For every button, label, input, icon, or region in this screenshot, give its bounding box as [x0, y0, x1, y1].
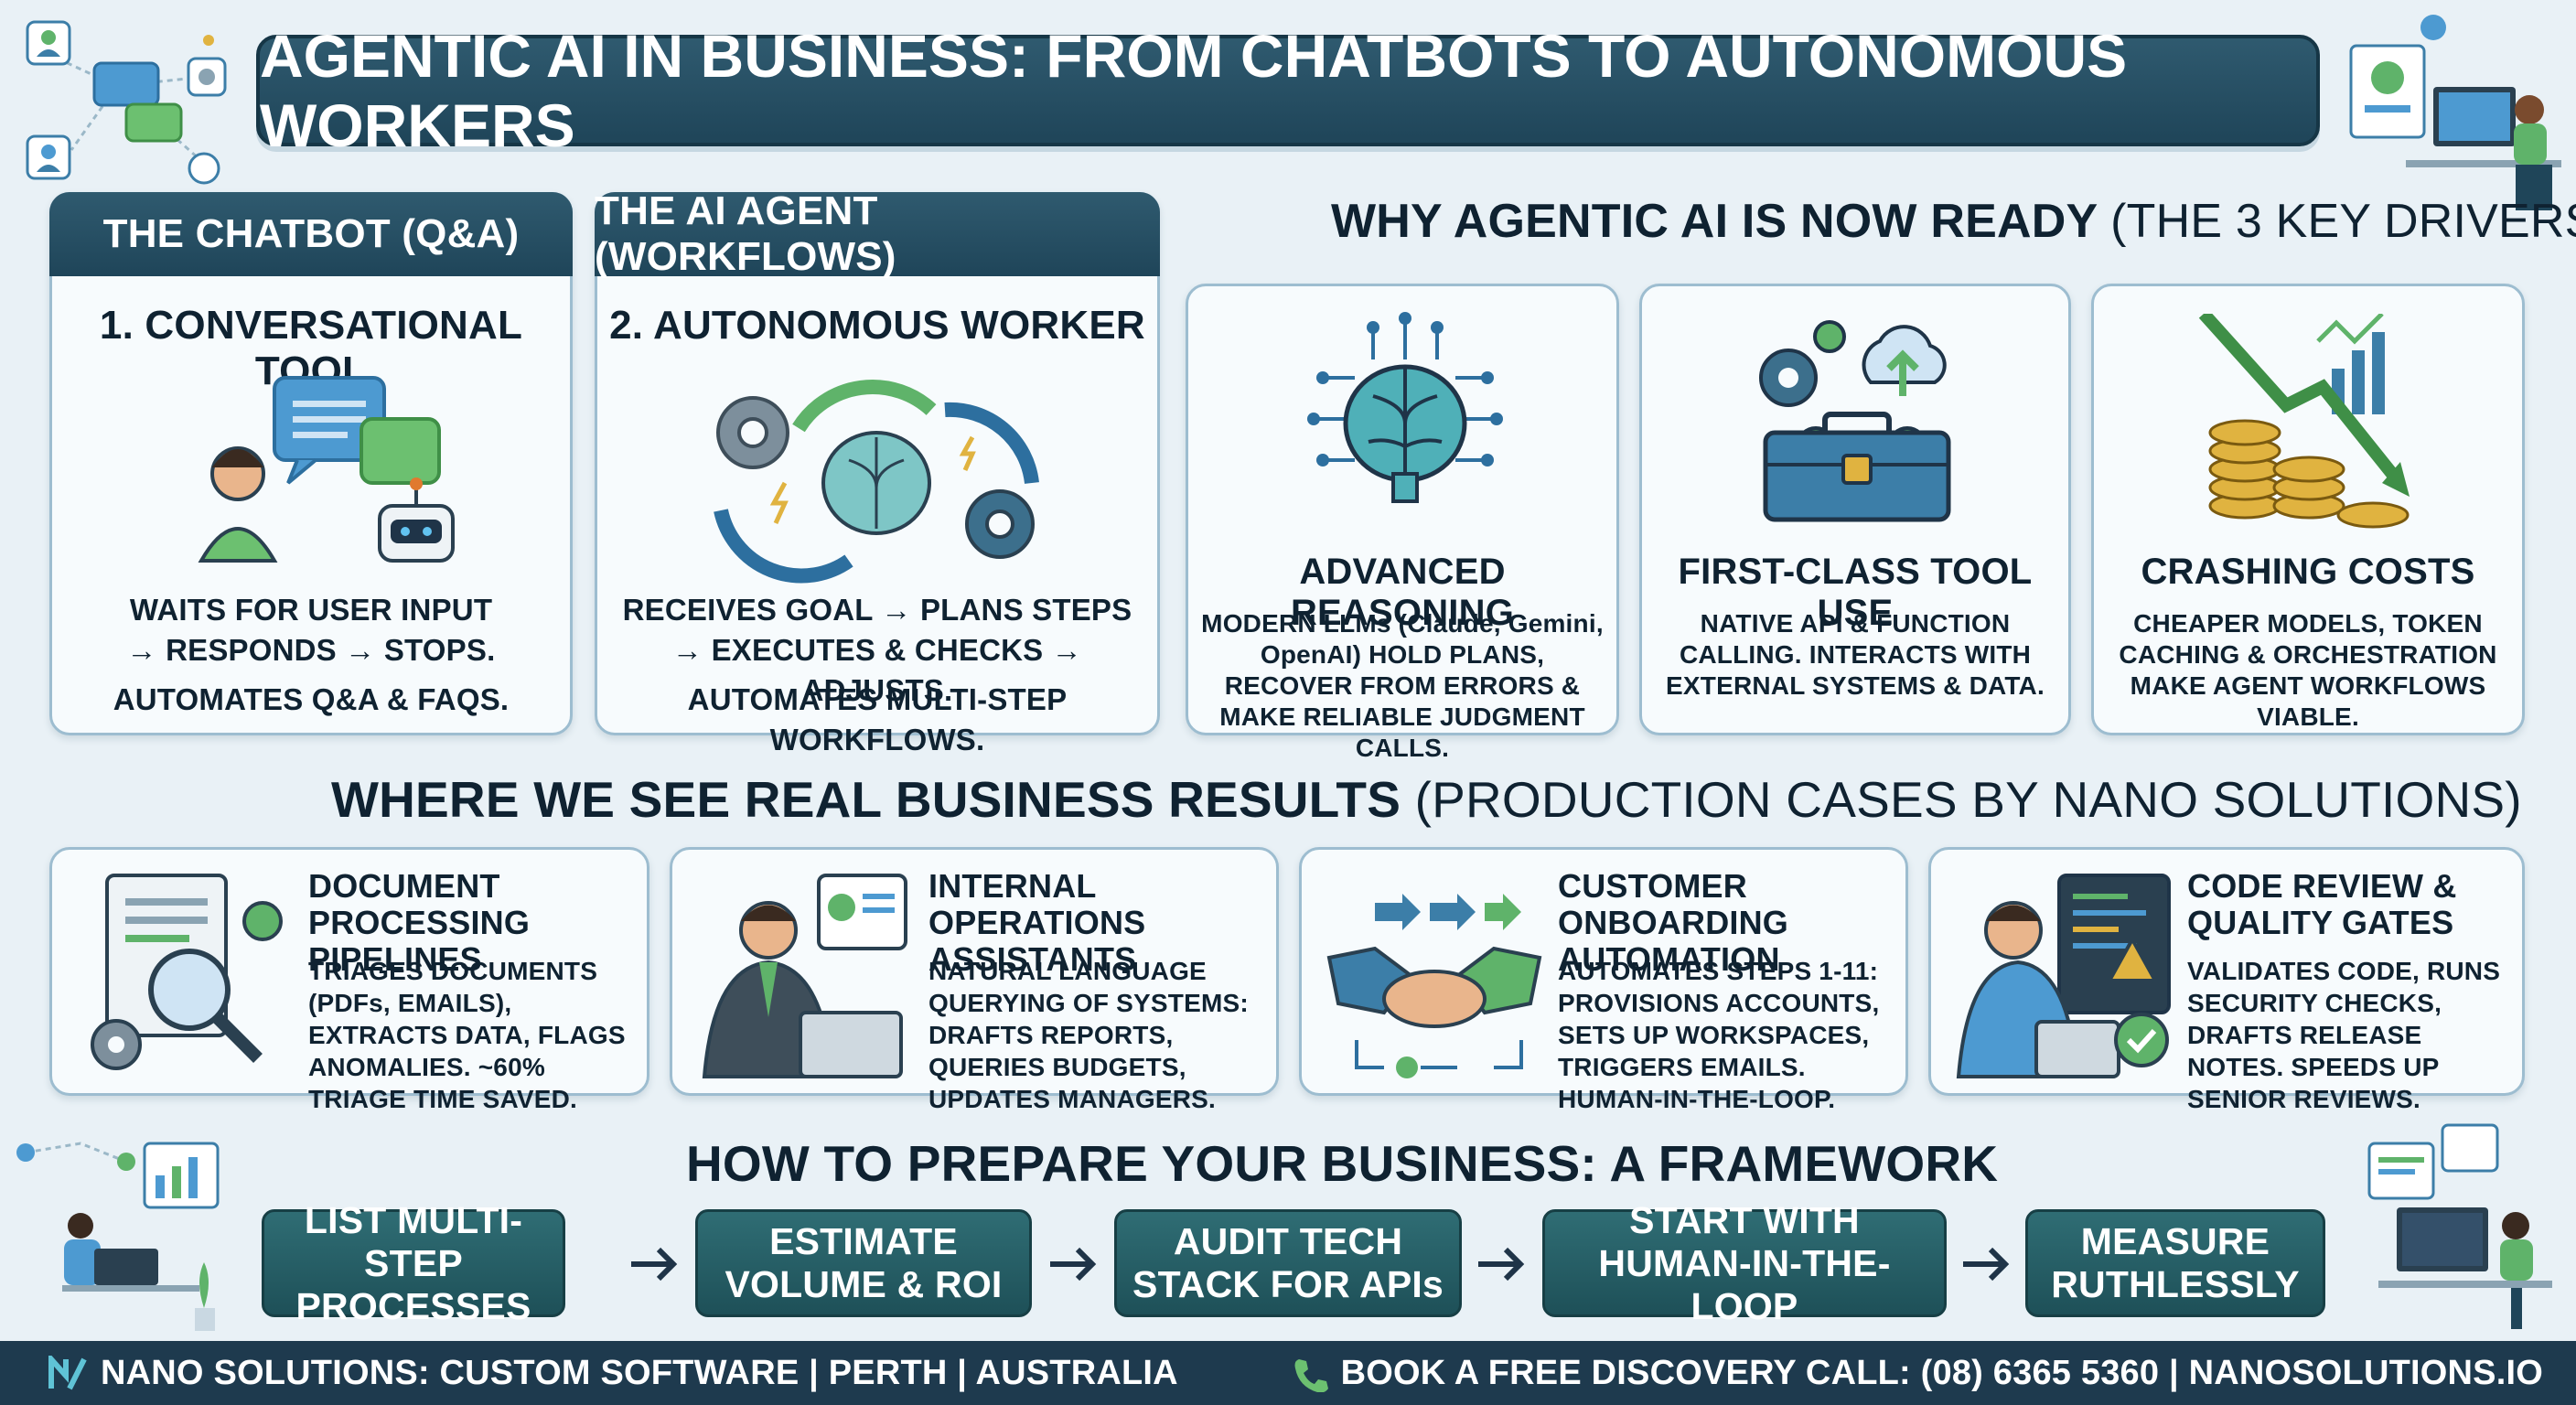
- framework-step-3-line-2: STACK FOR APIs: [1132, 1263, 1444, 1305]
- framework-step-4-line-1: START WITH: [1629, 1198, 1860, 1241]
- driver-card-costs: CRASHING COSTS CHEAPER MODELS, TOKEN CAC…: [2091, 284, 2525, 735]
- case-title-customer-onboarding: CUSTOMER ONBOARDING AUTOMATION: [1558, 867, 1788, 978]
- case-desc-internal-operations: NATURAL LANGUAGE QUERYING OF SYSTEMS: DR…: [928, 957, 1249, 1113]
- footer-company: NANO SOLUTIONS: CUSTOM SOFTWARE | PERTH …: [101, 1354, 1178, 1392]
- remote-worker-illustration: [7, 1125, 227, 1335]
- framework-step-4: START WITH HUMAN-IN-THE-LOOP: [1542, 1199, 1947, 1327]
- footer-contact-link[interactable]: BOOK A FREE DISCOVERY CALL: (08) 6365 53…: [1340, 1354, 2543, 1392]
- case-title-internal-operations: INTERNAL OPERATIONS ASSISTANTS: [928, 867, 1146, 978]
- chatbot-card-header: THE CHATBOT (Q&A): [49, 192, 573, 276]
- framework-step-5-line-2: RUTHLESSLY: [2051, 1263, 2300, 1305]
- driver-title-costs: CRASHING COSTS: [2141, 552, 2475, 592]
- results-heading-light: (PRODUCTION CASES BY NANO SOLUTIONS): [1414, 771, 2522, 828]
- document-magnifier-icon: [70, 866, 299, 1086]
- businessman-laptop-icon: [691, 866, 919, 1086]
- framework-step-1: LIST MULTI-STEP PROCESSES: [262, 1199, 565, 1327]
- agent-card: THE AI AGENT (WORKFLOWS) 2. AUTONOMOUS W…: [595, 188, 1160, 756]
- driver-title-tool-use: FIRST-CLASS TOOL USE: [1678, 552, 2033, 633]
- framework-step-4-line-2: HUMAN-IN-THE-LOOP: [1598, 1241, 1891, 1327]
- chat-network-illustration: [16, 13, 236, 187]
- framework-step-1-line-1: LIST MULTI-STEP: [304, 1198, 523, 1284]
- case-card-code-review: CODE REVIEW & QUALITY GATES VALIDATES CO…: [1928, 847, 2525, 1113]
- drivers-heading: WHY AGENTIC AI IS NOW READY (THE 3 KEY D…: [1331, 194, 2576, 249]
- brain-circuit-icon: [1291, 305, 1519, 533]
- agent-line-3: AUTOMATES MULTI-STEP WORKFLOWS.: [687, 682, 1068, 756]
- framework-step-1-line-2: PROCESSES: [295, 1284, 531, 1327]
- page-title: AGENTIC AI IN BUSINESS: FROM CHATBOTS TO…: [260, 22, 2128, 159]
- footer-bar: NANO SOLUTIONS: CUSTOM SOFTWARE | PERTH …: [0, 1341, 2576, 1405]
- framework-step-3-line-1: AUDIT TECH: [1173, 1220, 1403, 1262]
- case-desc-customer-onboarding: AUTOMATES STEPS 1-11: PROVISIONS ACCOUNT…: [1558, 957, 1880, 1113]
- case-desc-code-review: VALIDATES CODE, RUNS SECURITY CHECKS, DR…: [2187, 957, 2501, 1113]
- handshake-icon: [1320, 866, 1549, 1086]
- driver-desc-costs: CHEAPER MODELS, TOKEN CACHING & ORCHESTR…: [2119, 609, 2497, 731]
- case-title-document-processing: DOCUMENT PROCESSING PIPELINES: [308, 867, 531, 978]
- drivers-heading-bold: WHY AGENTIC AI IS NOW READY: [1331, 195, 2098, 248]
- arrow-right-icon: [631, 1247, 678, 1282]
- results-heading-bold: WHERE WE SEE REAL BUSINESS RESULTS: [331, 771, 1401, 828]
- chatbot-line-2: → RESPONDS → STOPS.: [126, 633, 496, 667]
- case-title-code-review: CODE REVIEW & QUALITY GATES: [2187, 867, 2457, 941]
- driver-card-tool-use: FIRST-CLASS TOOL USE NATIVE API & FUNCTI…: [1639, 284, 2071, 735]
- driver-desc-tool-use: NATIVE API & FUNCTION CALLING. INTERACTS…: [1666, 609, 2045, 700]
- chatbot-card: THE CHATBOT (Q&A) 1. CONVERSATIONAL TOOL…: [49, 192, 573, 735]
- driver-title-reasoning: ADVANCED REASONING: [1290, 552, 1515, 633]
- arrow-right-icon: [1963, 1247, 2010, 1282]
- case-card-internal-operations: INTERNAL OPERATIONS ASSISTANTS NATURAL L…: [670, 847, 1279, 1113]
- coder-desk-illustration: [2360, 1116, 2571, 1335]
- agent-workflow-cycle-icon: [698, 373, 1064, 584]
- page-title-banner: AGENTIC AI IN BUSINESS: FROM CHATBOTS TO…: [256, 22, 2320, 159]
- drivers-heading-light: (THE 3 KEY DRIVERS): [2110, 195, 2576, 248]
- agent-line-2: → EXECUTES & CHECKS → ADJUSTS.: [672, 633, 1082, 707]
- coins-down-chart-icon: [2195, 314, 2432, 533]
- toolbox-cloud-icon: [1743, 309, 1971, 533]
- results-heading: WHERE WE SEE REAL BUSINESS RESULTS (PROD…: [331, 770, 2522, 829]
- agent-subtitle: 2. AUTONOMOUS WORKER: [609, 303, 1145, 348]
- chatbot-line-1: WAITS FOR USER INPUT: [129, 593, 493, 627]
- developer-desk-illustration: [2342, 9, 2571, 220]
- nano-logo-icon: [48, 1355, 87, 1389]
- framework-step-2: ESTIMATE VOLUME & ROI: [695, 1209, 1032, 1317]
- framework-heading: HOW TO PREPARE YOUR BUSINESS: A FRAMEWOR…: [686, 1135, 1999, 1192]
- framework-step-5: MEASURE RUTHLESSLY: [2025, 1209, 2325, 1317]
- framework-step-3: AUDIT TECH STACK FOR APIs: [1114, 1209, 1462, 1317]
- arrow-right-icon: [1478, 1247, 1525, 1282]
- driver-desc-reasoning: MODERN LLMs (Claude, Gemini, OpenAI) HOL…: [1201, 609, 1604, 762]
- arrow-right-icon: [1050, 1247, 1097, 1282]
- driver-card-reasoning: ADVANCED REASONING MODERN LLMs (Claude, …: [1186, 284, 1619, 762]
- phone-icon: [1294, 1358, 1328, 1392]
- case-desc-document-processing: TRIAGES DOCUMENTS (PDFs, EMAILS), EXTRAC…: [308, 957, 626, 1113]
- agent-card-header: THE AI AGENT (WORKFLOWS): [595, 188, 1160, 279]
- chatbot-line-3: AUTOMATES Q&A & FAQS.: [113, 682, 510, 716]
- agent-line-1: RECEIVES GOAL → PLANS STEPS: [622, 593, 1132, 627]
- developer-code-icon: [1949, 866, 2178, 1086]
- framework-step-5-line-1: MEASURE: [2080, 1220, 2270, 1262]
- case-card-customer-onboarding: CUSTOMER ONBOARDING AUTOMATION AUTOMATES…: [1299, 847, 1908, 1113]
- chatbot-conversation-icon: [160, 369, 471, 579]
- case-card-document-processing: DOCUMENT PROCESSING PIPELINES TRIAGES DO…: [49, 847, 649, 1113]
- framework-step-2-line-2: VOLUME & ROI: [724, 1263, 1003, 1305]
- framework-step-2-line-1: ESTIMATE: [769, 1220, 958, 1262]
